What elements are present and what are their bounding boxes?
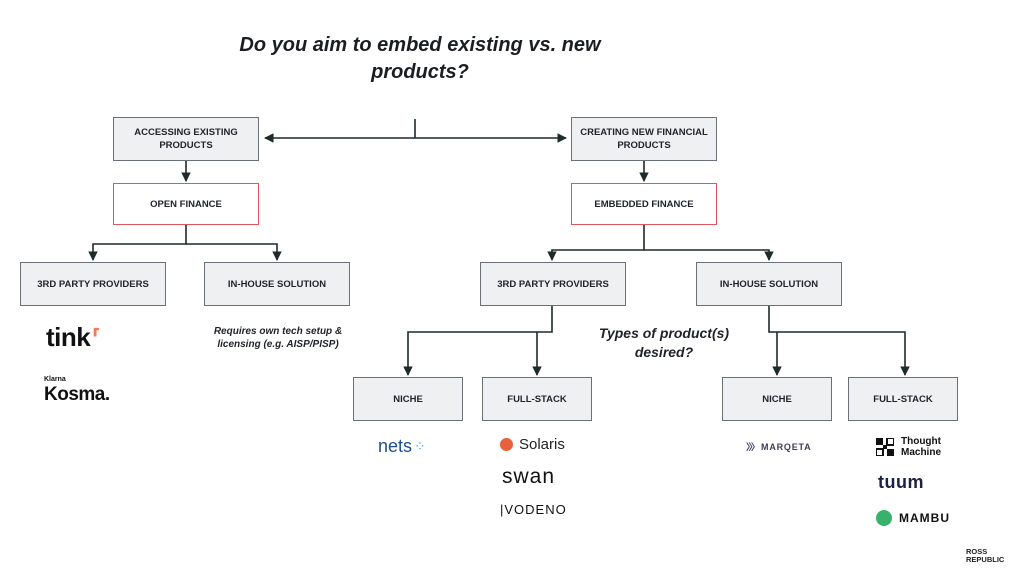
arrow-to-right-in-house <box>644 249 774 261</box>
box-niche-third-party: NICHE <box>353 377 463 421</box>
arrow-to-left-in-house <box>186 243 282 261</box>
box-fullstack-third-party: FULL-STACK <box>482 377 592 421</box>
solaris-wordmark: Solaris <box>519 436 565 453</box>
marqeta-wordmark: MARQETA <box>761 441 812 452</box>
types-of-products-question: Types of product(s) desired? <box>598 325 730 360</box>
mambu-mark-icon <box>876 510 892 526</box>
thought-machine-line1: Thought <box>901 436 941 447</box>
box-left-in-house-solution: IN-HOUSE SOLUTION <box>204 262 350 306</box>
box-niche-in-house: NICHE <box>722 377 832 421</box>
box-fullstack-in-house: FULL-STACK <box>848 377 958 421</box>
klarna-label: Klarna <box>44 376 66 383</box>
mambu-wordmark: MAMBU <box>899 511 950 525</box>
arrow-to-fullstack-b <box>768 306 910 376</box>
box-accessing-existing-products: ACCESSING EXISTING PRODUCTS <box>113 117 259 161</box>
arrow-to-left-third-party <box>88 225 187 261</box>
box-right-third-party-providers: 3RD PARTY PROVIDERS <box>480 262 626 306</box>
nets-dots-icon: ⁘ <box>414 438 426 454</box>
nets-wordmark: nets <box>378 436 413 456</box>
nets-logo: nets⁘ <box>378 436 426 457</box>
ross-republic-line2: REPUBLIC <box>966 555 1005 564</box>
arrow-to-niche-a <box>403 306 553 376</box>
marqeta-logo: 〉〉〉MARQETA <box>746 440 811 453</box>
arrow-to-right-third-party <box>547 225 645 261</box>
box-creating-new-financial-products: CREATING NEW FINANCIAL PRODUCTS <box>571 117 717 161</box>
thought-machine-mark-icon <box>876 438 894 456</box>
box-right-in-house-solution: IN-HOUSE SOLUTION <box>696 262 842 306</box>
vodeno-logo: |VODENO <box>500 502 567 517</box>
tink-wordmark: tink <box>46 322 91 352</box>
tuum-logo: tuum <box>878 472 924 492</box>
swan-logo: swan <box>502 465 556 488</box>
mambu-logo: MAMBU <box>876 510 950 526</box>
tink-logo: tink⸢ <box>46 322 101 353</box>
box-embedded-finance: EMBEDDED FINANCE <box>571 183 717 225</box>
ross-republic-logo: ROSS REPUBLIC <box>966 548 1004 564</box>
kosma-logo: Kosma. <box>44 384 110 405</box>
tink-mark-icon: ⸢ <box>92 324 101 350</box>
solaris-mark-icon <box>500 438 513 451</box>
marqeta-mark-icon: 〉〉〉 <box>746 442 760 452</box>
box-open-finance: OPEN FINANCE <box>113 183 259 225</box>
solaris-logo: Solaris <box>500 436 565 453</box>
thought-machine-line2: Machine <box>901 447 942 458</box>
in-house-requirements-note: Requires own tech setup & licensing (e.g… <box>213 326 343 350</box>
diagram-title: Do you aim to embed existing vs. new pro… <box>239 34 601 83</box>
box-left-third-party-providers: 3RD PARTY PROVIDERS <box>20 262 166 306</box>
thought-machine-logo: Thought Machine <box>876 436 941 458</box>
ross-republic-line1: ROSS <box>966 547 988 556</box>
